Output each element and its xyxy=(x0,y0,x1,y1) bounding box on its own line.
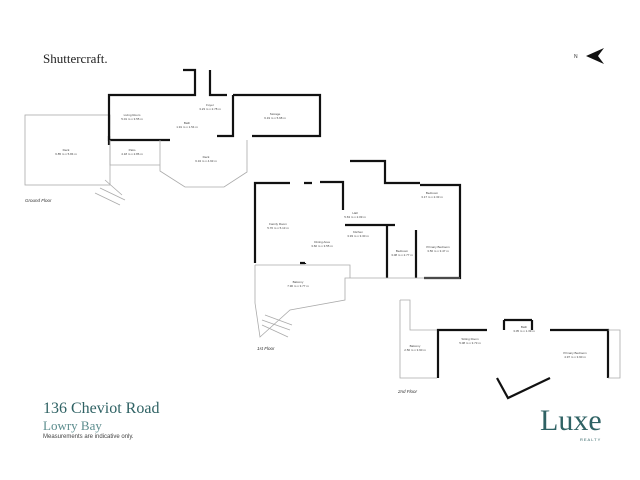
first-floor-label: 1st Floor xyxy=(257,346,275,351)
room-label: 6.34 m x 4.93 m xyxy=(195,159,217,163)
north-arrow-icon: N xyxy=(574,48,604,64)
room-label: 7.90 m x 3.77 m xyxy=(287,284,309,288)
room-label: Living Room xyxy=(124,113,141,117)
room-label: 5.70 m x 5.13 m xyxy=(267,226,289,230)
room-label: 6.19 m x 5.68 m xyxy=(264,116,286,120)
compass-label: N xyxy=(574,54,578,60)
room-label: 3.17 m x 2.33 m xyxy=(421,195,443,199)
room-label: 6.85 m x 5.84 m xyxy=(55,152,77,156)
room-label: Patio xyxy=(129,148,136,152)
room-label: Family Room xyxy=(269,222,287,226)
room-label: Primary Bedroom xyxy=(426,245,450,249)
room-label: 5.63 m x 2.09 m xyxy=(344,215,366,219)
room-label: 5.01 m x 3.55 m xyxy=(121,117,143,121)
ground-floor-plan: Deck 6.85 m x 5.84 m Living Room 5.01 m … xyxy=(24,68,322,206)
room-label: Bath xyxy=(184,121,191,125)
luxe-logo: Luxe xyxy=(540,404,602,437)
room-label: Balcony xyxy=(293,280,304,284)
room-label: Balcony xyxy=(410,344,421,348)
room-label: 3.93 m x 3.30 m xyxy=(347,234,369,238)
room-label: Storage xyxy=(270,112,281,116)
second-floor-plan: Sitting Room 5.08 m x 3.73 m Bath 3.05 m… xyxy=(397,299,621,400)
room-label: Bedroom xyxy=(426,191,439,195)
property-suburb: Lowry Bay xyxy=(43,418,102,433)
second-floor-label: 2nd Floor xyxy=(397,389,418,394)
luxe-logo-sub: REALTY xyxy=(580,437,602,442)
room-label: 3.05 m x 1.39 m xyxy=(513,329,535,333)
room-label: Dining Area xyxy=(314,240,330,244)
room-label: 3.60 m x 3.55 m xyxy=(311,244,333,248)
shuttercraft-brand: Shuttercraft. xyxy=(43,51,108,66)
room-label: 3.08 m x 2.77 m xyxy=(391,253,413,257)
room-label: 4.97 m x 3.90 m xyxy=(564,355,586,359)
room-label: Kitchen xyxy=(353,230,363,234)
ground-floor-label: Ground Floor xyxy=(25,198,52,203)
room-label: Bath xyxy=(521,325,528,329)
first-floor-plan: Family Room 5.70 m x 5.13 m Dining Area … xyxy=(253,159,462,351)
room-label: 5.08 m x 3.73 m xyxy=(459,341,481,345)
room-label: Deck xyxy=(63,148,70,152)
property-address: 136 Cheviot Road xyxy=(43,400,160,417)
room-label: Deck xyxy=(203,155,210,159)
room-label: Primary Bedroom xyxy=(563,351,587,355)
room-label: Sitting Room xyxy=(461,337,479,341)
measurement-note: Measurements are indicative only. xyxy=(43,434,134,440)
room-label: 1.91 m x 1.54 m xyxy=(176,125,198,129)
room-label: Foyer xyxy=(206,103,214,107)
room-label: 3.23 m x 2.78 m xyxy=(199,107,221,111)
room-label: Hall xyxy=(352,211,358,215)
room-label: Bedroom xyxy=(396,249,409,253)
room-label: 4.18 m x 2.86 m xyxy=(121,152,143,156)
room-label: 3.56 m x 3.47 m xyxy=(427,249,449,253)
room-label: 2.56 m x 3.90 m xyxy=(404,348,426,352)
